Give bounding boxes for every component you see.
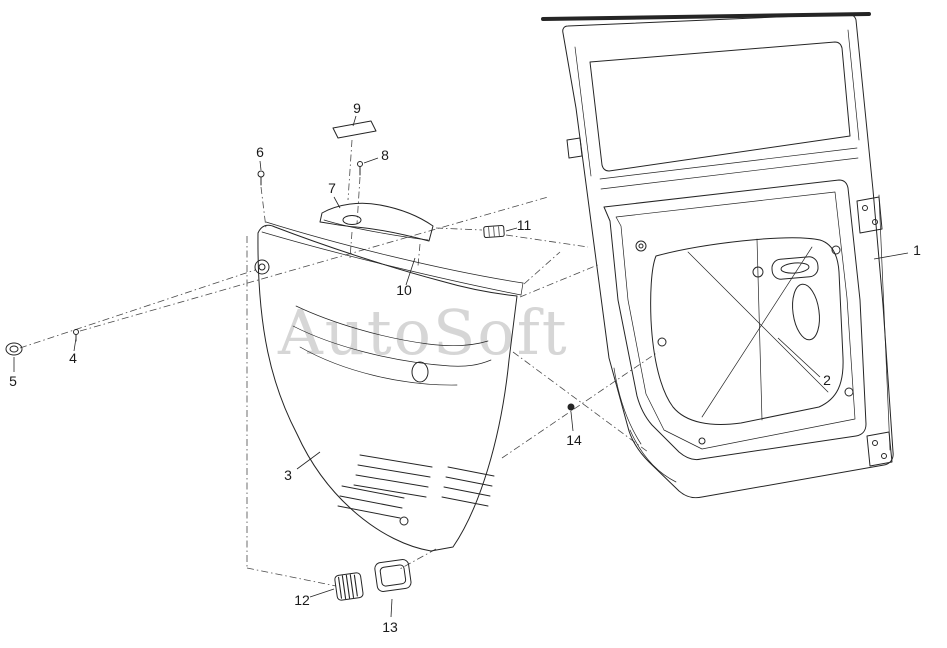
inner-door-panel [604,180,866,460]
door-top-edge [543,14,869,19]
callout-14: 14 [566,432,582,448]
callout-8: 8 [381,147,389,163]
callout-13: 13 [382,619,398,635]
assembly-guide-lines [20,140,658,586]
switch-blank [334,572,363,600]
hinge-lower [867,432,892,466]
window-opening [590,42,850,171]
screw-14 [568,404,574,410]
inner-handle-cup [771,256,819,280]
hinge-upper [857,197,882,233]
cap-plug-5 [6,343,22,355]
callout-10: 10 [396,282,412,298]
watermark-text: AutoSoft [278,296,569,369]
door-trim-panel [255,222,523,551]
cover-plate [333,121,376,138]
callout-7: 7 [328,180,336,196]
trim-panel-outline [258,225,517,551]
callout-1: 1 [913,242,921,258]
door-frame-outline [563,14,893,498]
panel-opening [651,238,843,425]
speaker-grille-slots [338,455,494,518]
callout-11: 11 [516,217,532,233]
armrest-insert [320,203,433,241]
bezel-frame [374,559,412,592]
callout-2: 2 [823,372,831,388]
armrest-contour [296,306,488,346]
callout-5: 5 [9,373,17,389]
callout-6: 6 [256,144,264,160]
screw-6 [258,171,264,185]
screw-8 [358,162,363,176]
sill-strip-upper [266,222,523,283]
callout-leader-lines [14,116,908,617]
clip-11 [484,225,505,237]
door-shell [543,14,893,498]
callout-4: 4 [69,350,77,366]
callout-12: 12 [294,592,310,608]
inner-panel-outline [604,180,866,460]
callout-3: 3 [284,467,292,483]
callout-9: 9 [353,100,361,116]
